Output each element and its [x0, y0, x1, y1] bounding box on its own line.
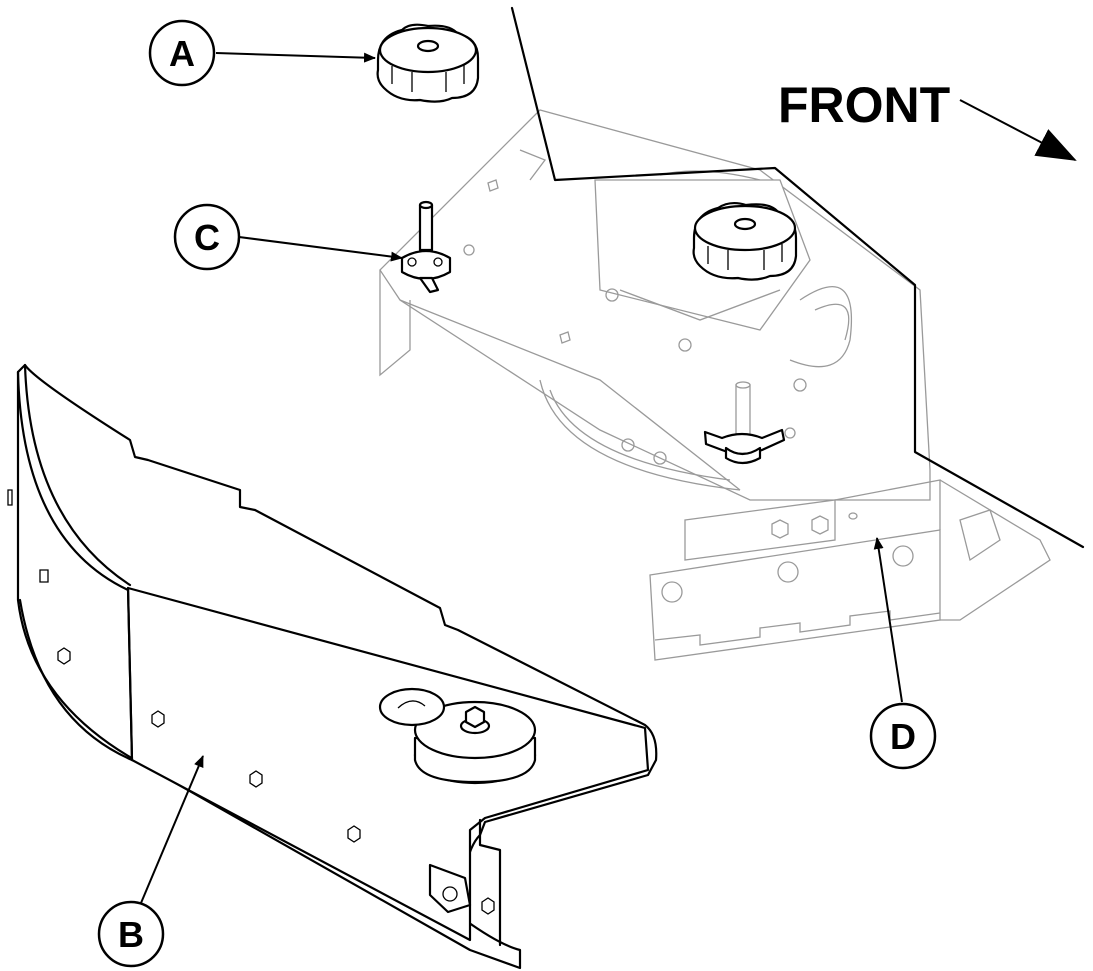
knob-a-part [376, 23, 480, 103]
callout-d-circle [869, 702, 937, 770]
callout-c-circle [173, 203, 241, 271]
callout-d-label: D [890, 716, 916, 757]
callout-b-circle [97, 900, 165, 968]
front-label: FRONT [778, 77, 950, 133]
wing-nut-c-part [400, 200, 452, 294]
callout-c-label: C [194, 217, 220, 258]
wing-nut-right-part [703, 381, 786, 465]
cutaway-line [510, 6, 1085, 549]
callout-b-label: B [118, 914, 144, 955]
front-arrow [959, 99, 1077, 161]
callout-a-leader [215, 52, 376, 63]
guard-b-part [7, 363, 658, 970]
callout-d-leader [873, 537, 903, 703]
callout-c-leader [238, 236, 403, 262]
callout-b-leader [140, 755, 204, 904]
knob-mounted-part [692, 201, 798, 281]
machine-deck-ghost [379, 109, 1051, 661]
callout-a-label: A [169, 33, 195, 74]
callout-a-circle [148, 19, 216, 87]
